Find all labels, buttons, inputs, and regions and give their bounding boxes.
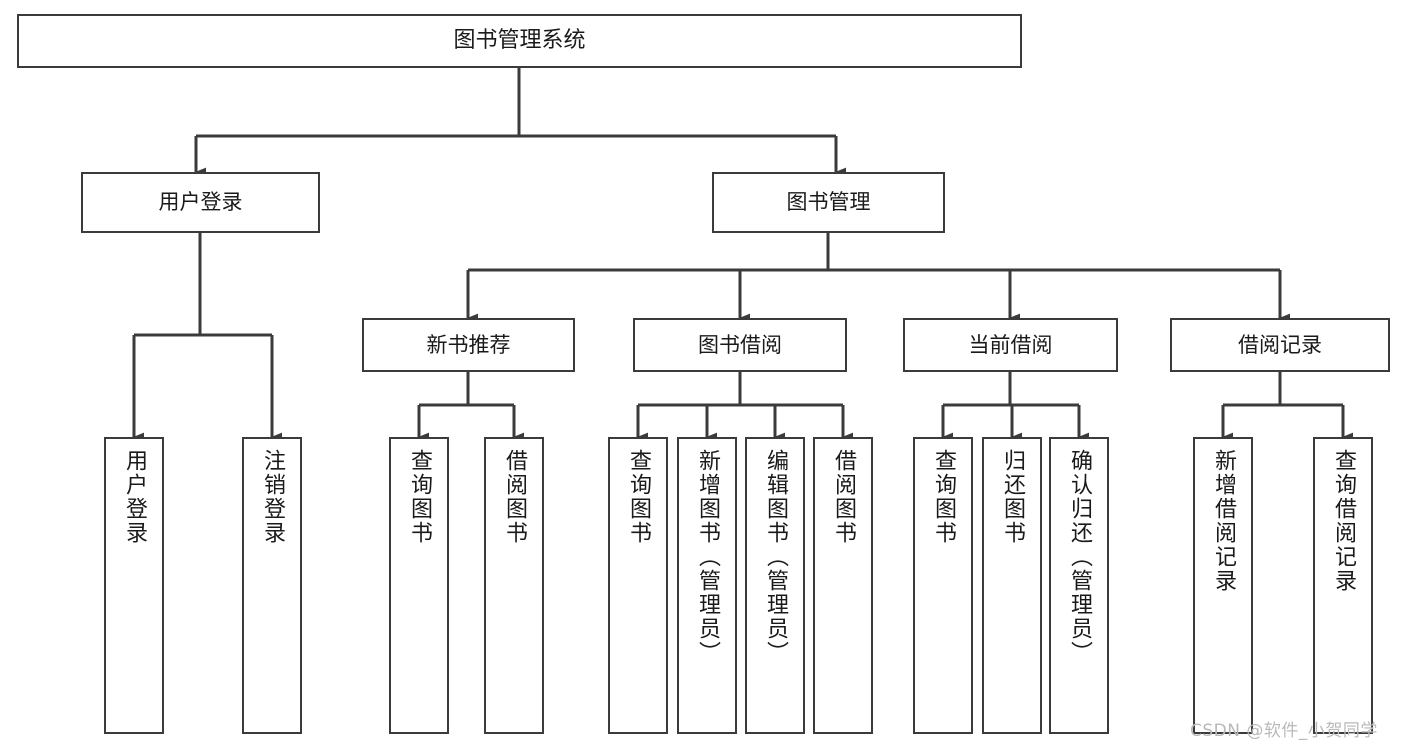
node-borrow-records-label: 借阅记录 [1238,332,1322,357]
node-root[interactable]: 图书管理系统 [17,14,1022,68]
node-leaf-confirm-return-admin[interactable]: 确认归还（管理员） [1049,437,1109,734]
node-leaf-borrow-book[interactable]: 借阅图书 [813,437,873,734]
node-borrow-records[interactable]: 借阅记录 [1170,318,1390,372]
node-leaf-query-book-recommend-label: 查询图书 [407,449,432,545]
node-leaf-add-book-admin[interactable]: 新增图书（管理员） [677,437,737,734]
watermark-text: CSDN @软件_小贺同学 [1190,721,1378,741]
node-leaf-query-borrow-record-label: 查询借阅记录 [1331,449,1356,593]
node-book-borrow[interactable]: 图书借阅 [633,318,847,372]
node-current-borrow[interactable]: 当前借阅 [903,318,1118,372]
node-book-borrow-label: 图书借阅 [698,332,782,357]
node-leaf-query-book-current-label: 查询图书 [931,449,956,545]
node-leaf-return-book[interactable]: 归还图书 [982,437,1042,734]
node-leaf-borrow-book-recommend-label: 借阅图书 [502,449,527,545]
node-leaf-add-book-admin-label: 新增图书（管理员） [695,449,720,665]
node-leaf-query-book-current[interactable]: 查询图书 [913,437,973,734]
node-leaf-add-borrow-record[interactable]: 新增借阅记录 [1193,437,1253,734]
node-leaf-query-book-borrow[interactable]: 查询图书 [608,437,668,734]
node-current-borrow-label: 当前借阅 [968,332,1053,357]
node-leaf-return-book-label: 归还图书 [1000,449,1025,545]
node-leaf-confirm-return-admin-label: 确认归还（管理员） [1067,449,1092,665]
node-user-login[interactable]: 用户登录 [81,172,320,233]
watermark: CSDN @软件_小贺同学 [1190,716,1378,741]
node-leaf-edit-book-admin[interactable]: 编辑图书（管理员） [745,437,805,734]
node-leaf-query-book-borrow-label: 查询图书 [626,449,651,545]
node-leaf-user-login[interactable]: 用户登录 [104,437,164,734]
node-leaf-logout-login[interactable]: 注销登录 [242,437,302,734]
node-leaf-borrow-book-label: 借阅图书 [831,449,856,545]
node-leaf-borrow-book-recommend[interactable]: 借阅图书 [484,437,544,734]
node-leaf-user-login-label: 用户登录 [122,449,147,545]
node-leaf-query-book-recommend[interactable]: 查询图书 [389,437,449,734]
node-leaf-query-borrow-record[interactable]: 查询借阅记录 [1313,437,1373,734]
node-leaf-edit-book-admin-label: 编辑图书（管理员） [763,449,788,665]
node-root-label: 图书管理系统 [453,28,586,54]
node-leaf-add-borrow-record-label: 新增借阅记录 [1211,449,1236,593]
node-new-book-recommend[interactable]: 新书推荐 [362,318,575,372]
node-book-management[interactable]: 图书管理 [712,172,945,233]
node-user-login-label: 用户登录 [158,190,243,215]
node-book-management-label: 图书管理 [786,190,871,215]
node-leaf-logout-login-label: 注销登录 [260,449,285,545]
node-new-book-recommend-label: 新书推荐 [426,332,511,357]
